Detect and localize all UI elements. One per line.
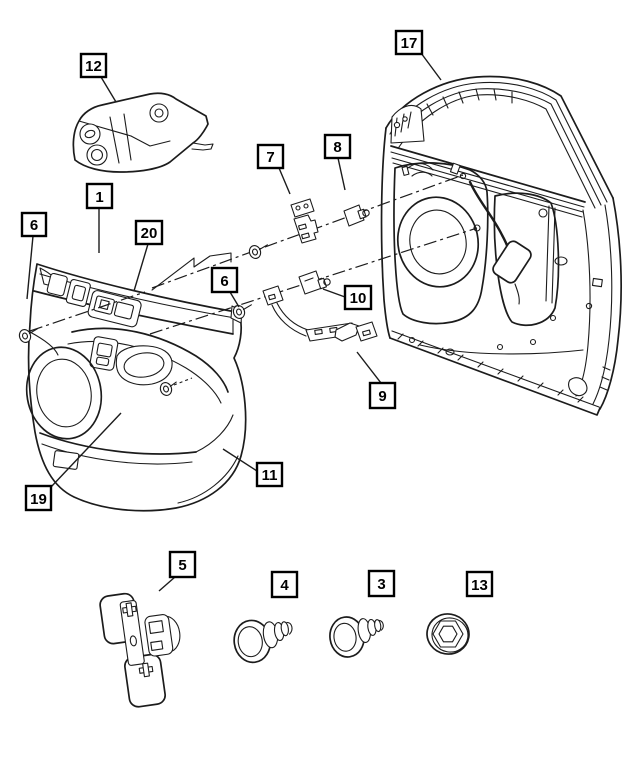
callout-19[interactable]: 19 [24,484,53,512]
callout-leaders [26,52,442,592]
leader-5 [158,576,176,592]
screw-6-upper [248,244,268,259]
callout-9[interactable]: 9 [368,381,397,410]
callout-4-label: 4 [280,577,289,594]
callout-1-label: 1 [95,189,103,206]
leader-20 [133,243,149,292]
callout-7-label: 7 [266,149,274,166]
leader-7 [278,167,291,195]
callout-8[interactable]: 8 [323,133,352,160]
callout-20[interactable]: 20 [134,219,164,246]
leader-9 [356,351,382,384]
leader-6b [229,291,240,308]
callout-6-mid[interactable]: 6 [210,266,239,294]
leader-12 [100,76,117,103]
callout-8-label: 8 [333,139,341,156]
clip-part-10 [298,270,331,295]
clip-part-4 [233,619,293,664]
callout-3-label: 3 [377,576,385,593]
callout-9-label: 9 [378,388,386,405]
callout-5[interactable]: 5 [168,550,197,579]
leader-19 [50,412,122,488]
leader-8 [337,157,346,191]
callout-13[interactable]: 13 [465,570,494,598]
callout-20-label: 20 [141,225,158,242]
clip-part-3 [329,616,384,658]
door-shell-drawing [380,75,622,416]
callouts-layer: 12 17 1 6 20 7 8 6 [20,29,494,599]
callout-13-label: 13 [471,577,488,594]
callout-4[interactable]: 4 [270,570,299,599]
leader-11 [222,448,258,472]
leader-10 [322,288,346,298]
callout-6-left-label: 6 [30,217,38,234]
bracket-part-7 [290,198,319,244]
speaker-bracket-part-12 [72,92,214,173]
callout-6-left[interactable]: 6 [20,211,48,238]
callout-19-label: 19 [30,491,47,508]
callout-11-label: 11 [262,467,278,484]
nut-part-13 [426,613,470,655]
retainer-part-5 [99,592,181,708]
callout-17[interactable]: 17 [394,29,424,56]
callout-11[interactable]: 11 [255,461,284,488]
callout-17-label: 17 [401,35,418,52]
callout-1[interactable]: 1 [85,182,114,210]
callout-12[interactable]: 12 [79,52,108,79]
callout-12-label: 12 [85,58,102,75]
callout-10-label: 10 [350,290,367,307]
screw-6-left [18,328,38,343]
callout-5-label: 5 [178,557,186,574]
callout-3[interactable]: 3 [367,569,396,598]
callout-10[interactable]: 10 [343,284,373,311]
callout-7[interactable]: 7 [256,143,285,170]
screw-6-lower [232,304,252,319]
leader-17 [420,52,442,81]
leader-6a [26,235,34,300]
bracket-part-9 [262,285,378,342]
clip-part-8 [343,204,370,227]
callout-6-mid-label: 6 [220,273,228,290]
